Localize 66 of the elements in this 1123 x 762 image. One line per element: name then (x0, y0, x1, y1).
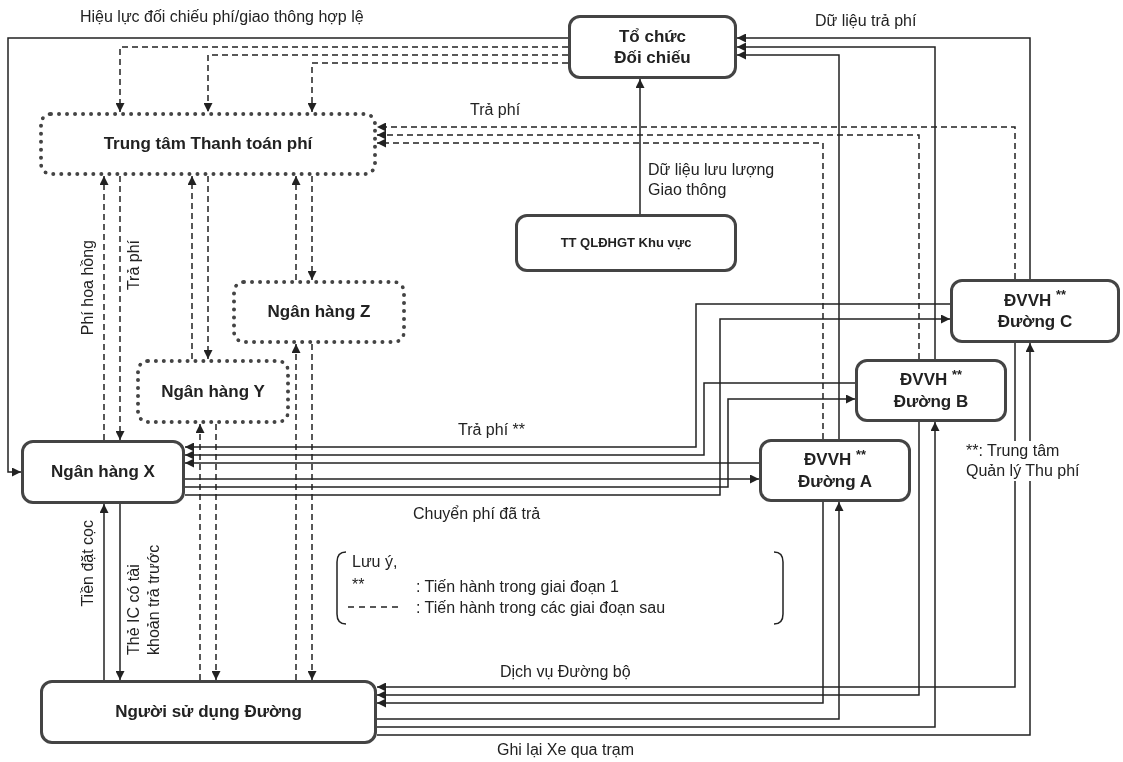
dashed-arrow (376, 130, 920, 360)
arrow (184, 394, 856, 488)
edge-label: Hiệu lực đối chiếu phí/giao thông hợp lệ (80, 7, 364, 27)
arrow (184, 458, 760, 468)
node-label: ĐVVH $^{**}$ (900, 369, 962, 391)
arrow (7, 37, 569, 477)
rounded-box (568, 15, 737, 79)
node-label: Đường A (798, 470, 872, 492)
dashed-arrow (307, 175, 317, 281)
node-label: TT QLĐHGT Khu vực (560, 234, 692, 252)
node-label: Đường B (893, 390, 969, 412)
node-label: ĐVVH $^{**}$ (804, 449, 866, 471)
arrow (736, 50, 840, 440)
arrow (184, 382, 856, 460)
dashed-arrow (376, 138, 824, 440)
edge-label: Chuyển phí đã trả (413, 504, 541, 524)
edge-label: Trả phí (470, 100, 521, 120)
edge-label: Trả phí (124, 240, 144, 291)
dashed-arrow (187, 175, 197, 360)
dotted-rounded-box (232, 280, 406, 344)
dashed-arrow (115, 175, 125, 441)
arrow (184, 314, 951, 496)
dotted-rounded-box (39, 112, 377, 176)
edge-label: Ghi lại Xe qua trạm (497, 740, 634, 760)
edge-label: Dữ liệu trả phí (815, 11, 917, 31)
dashed-arrow (211, 423, 221, 681)
node-label: Người sử dụng Đường (115, 701, 302, 723)
node-label: Tổ chức Đối chiếu (613, 25, 692, 69)
rounded-box (950, 279, 1120, 343)
dashed-arrow (307, 62, 569, 113)
legend-text: : Tiến hành trong các giai đoạn sau (416, 598, 666, 618)
dashed-arrow (376, 122, 1016, 280)
node-label: Ngân hàng X (51, 461, 155, 483)
node-label: Trung tâm Thanh toán phí (103, 133, 313, 155)
dashed-arrow (307, 343, 317, 681)
edge-label: Trả phí ** (458, 420, 525, 440)
arrow (115, 503, 125, 681)
edge-label: Phí hoa hồng (78, 240, 98, 336)
arrow (184, 303, 951, 452)
arrow (99, 503, 109, 681)
rounded-box (759, 439, 911, 502)
arrow (736, 33, 1031, 280)
rounded-box (21, 440, 185, 504)
dashed-arrow (99, 175, 109, 441)
arrow (184, 474, 760, 484)
node-label: Ngân hàng Y (161, 380, 265, 403)
note-title: Lưu ý, (352, 552, 398, 572)
node-label: Ngân hàng Z (267, 301, 371, 323)
arrow (736, 42, 936, 360)
rounded-box (855, 359, 1007, 422)
node-label: Đường C (997, 311, 1073, 333)
dotted-rounded-box (136, 359, 290, 424)
arrow (635, 78, 645, 215)
rounded-box (40, 680, 377, 744)
edge-label: Dịch vụ Đường bộ (500, 662, 631, 682)
note-text: : Tiến hành trong giai đoạn 1 (416, 577, 619, 597)
edge-label: Tiền đặt cọc (78, 520, 98, 607)
dashed-arrow (203, 54, 569, 113)
dashed-arrow (115, 46, 569, 113)
dashed-arrow (203, 175, 213, 360)
dashed-arrow (291, 343, 301, 681)
rounded-box (515, 214, 737, 272)
note-symbol: ** (352, 575, 365, 595)
dashed-arrow (291, 175, 301, 281)
dashed-arrow (195, 423, 205, 681)
node-label: ĐVVH $^{**}$ (1004, 289, 1066, 311)
